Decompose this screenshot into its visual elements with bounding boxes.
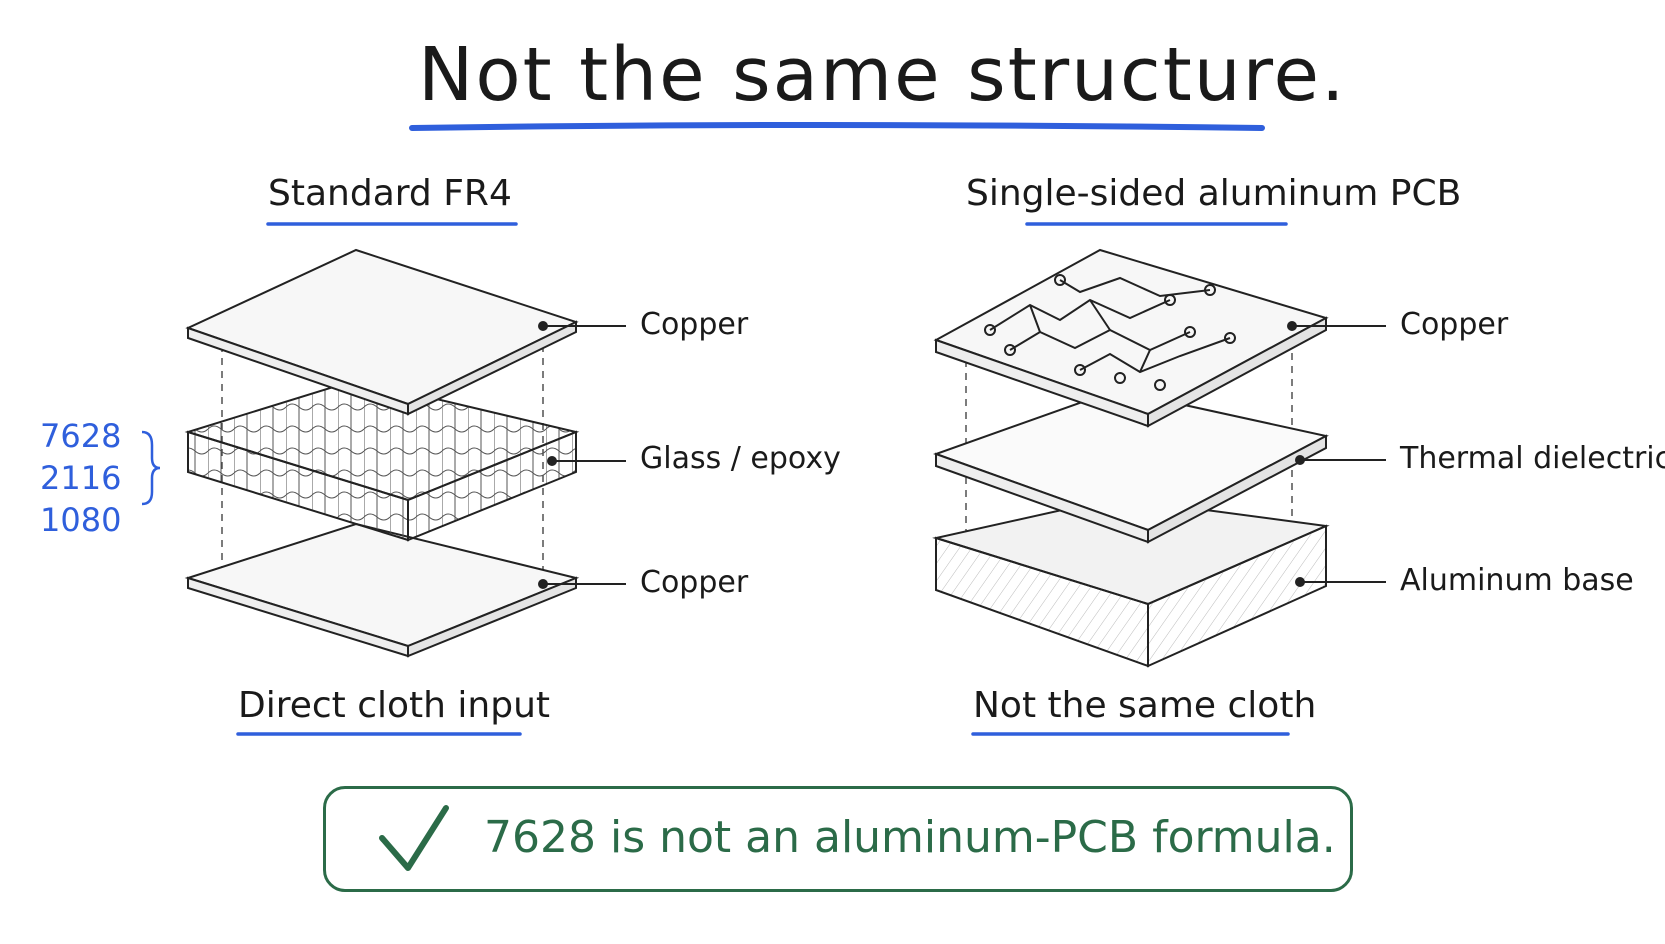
right-panel-caption: Not the same cloth [973,685,1317,726]
right-panel-heading: Single-sided aluminum PCB [966,173,1462,214]
fr4-stack [141,248,626,658]
cloth-style-2116: 2116 [40,459,122,497]
page-title: Not the same structure. [418,32,1347,118]
aluminum-leaders [1287,321,1386,587]
fr4-bottom-copper-layer [184,522,580,658]
fr4-top-copper-label: Copper [640,307,749,342]
cloth-style-1080: 1080 [40,501,122,539]
conclusion-text: 7628 is not an aluminum-PCB formula. [484,812,1336,863]
circuit-traces [984,274,1236,391]
fr4-glass-epoxy-label: Glass / epoxy [640,441,841,476]
cloth-styles-brace [141,430,161,506]
left-panel-heading: Standard FR4 [268,173,512,214]
cloth-style-7628: 7628 [40,417,122,455]
aluminum-copper-layer [933,248,1329,428]
fr4-bottom-copper-label: Copper [640,565,749,600]
fr4-top-copper-layer [185,248,579,416]
thermal-dielectric-layer [933,388,1329,544]
aluminum-base-label: Aluminum base [1400,563,1634,598]
checkmark-icon [379,805,449,871]
conclusion-callout [323,786,1353,892]
fr4-glass-epoxy-layer [184,378,580,542]
aluminum-stack [932,248,1386,668]
aluminum-copper-label: Copper [1400,307,1509,342]
aluminum-base-layer [932,496,1330,668]
title-underline [409,122,1265,131]
thermal-dielectric-label: Thermal dielectric [1400,441,1665,476]
left-panel-caption: Direct cloth input [238,685,551,726]
fr4-leaders [538,321,626,589]
